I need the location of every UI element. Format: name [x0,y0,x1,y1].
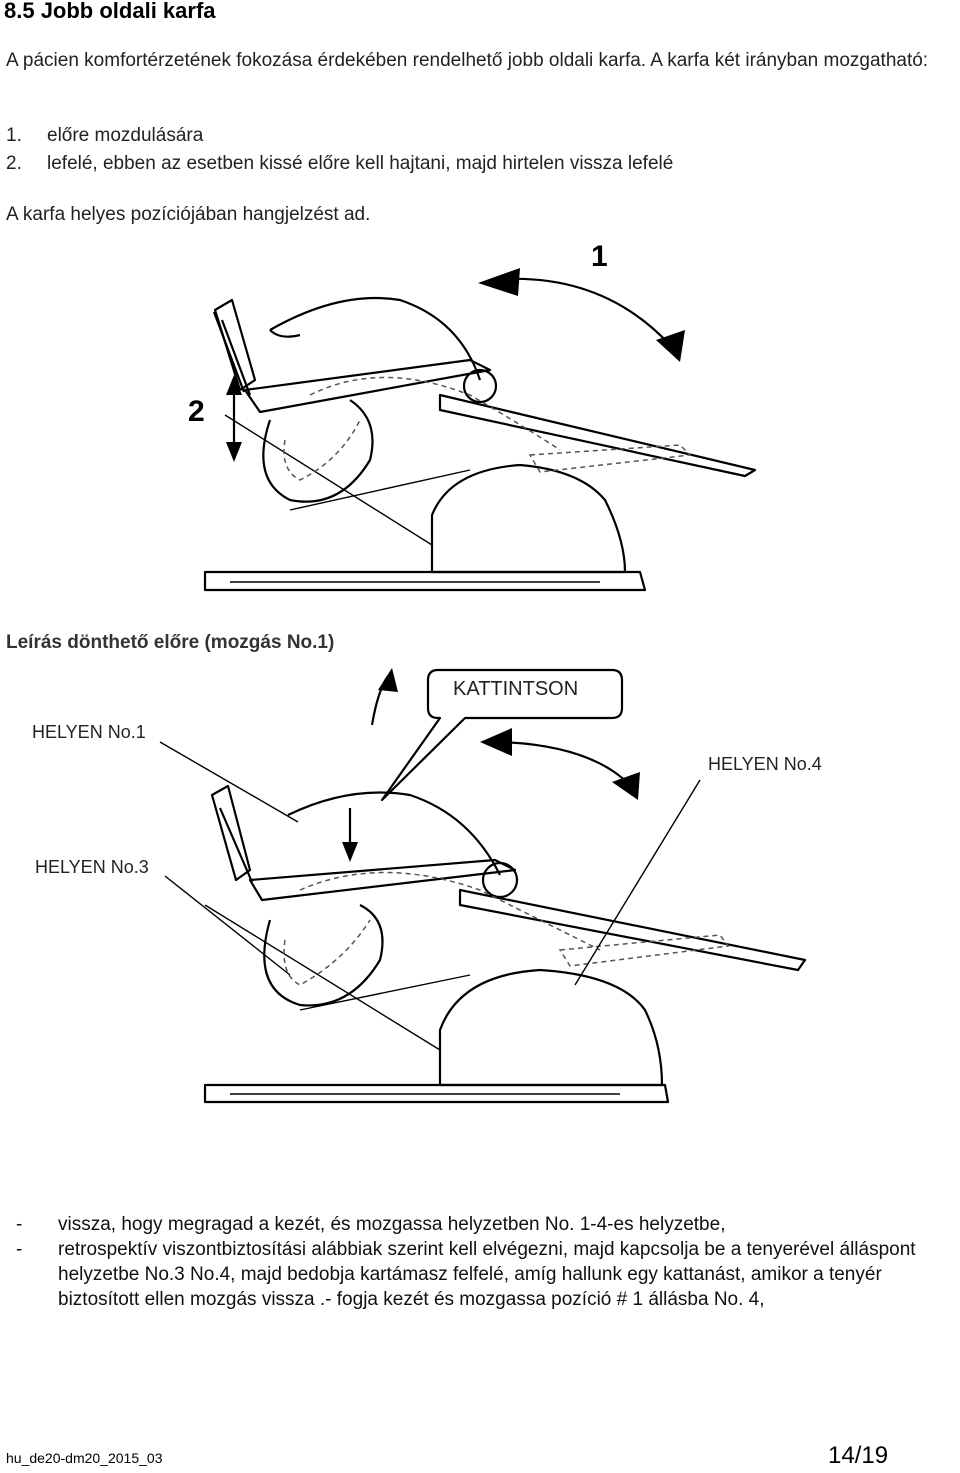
ghost-seat [283,419,361,481]
position-label-1: HELYEN No.1 [32,722,146,742]
arrow-down-head [342,842,358,862]
ghost-seat [283,919,371,986]
chair-seat [262,399,374,503]
bubble-text: KATTINTSON [453,678,579,700]
footer-doc-id: hu_de20-dm20_2015_03 [6,1450,163,1466]
chair-pedestal [430,463,627,574]
armrest-bar [243,358,492,414]
bullet-text: vissza, hogy megragad a kezét, és mozgas… [58,1214,726,1235]
chair-legrest [458,888,807,972]
chair-legrest [438,393,757,478]
speech-bubble [380,668,624,802]
intro-paragraph: A pácien komfortérzetének fokozása érdek… [6,50,929,71]
chair-seat [263,904,384,1007]
support-line [204,904,441,1051]
position-label-4: HELYEN No.4 [708,754,822,774]
list-text: előre mozdulására [47,125,204,146]
ghost-armrest [299,871,601,951]
bullet-dash: - [16,1214,23,1235]
list-item: 1. előre mozdulására [6,123,203,148]
bullet-dash: - [16,1239,23,1260]
chair-headrest [213,298,257,392]
list-text: lefelé, ebben az esetben kissé előre kel… [47,153,674,174]
list-item: 2. lefelé, ebben az esetben kissé előre … [6,151,673,176]
chair-headrest [210,784,252,882]
arrow-1-label: 1 [591,240,608,273]
ghost-legrest [558,934,730,967]
leader-line-pos4 [574,779,701,986]
list-number: 2. [6,153,22,174]
support-line [224,414,433,546]
position-label-3: HELYEN No.3 [35,857,149,877]
armrest-pivot [481,861,519,899]
section-heading: 8.5 Jobb oldali karfa [4,0,216,23]
arrow-forward-head-left [480,728,512,756]
armrest-pivot [462,368,498,404]
armrest-tip [269,329,301,338]
arrow-forward-arc [499,740,631,786]
chair-base [203,570,647,592]
bullet-text: retrospektív viszontbiztosítási alábbiak… [58,1239,916,1310]
list-number: 1. [6,125,22,146]
signal-paragraph: A karfa helyes pozíciójában hangjelzést … [6,204,371,225]
subheading: Leírás dönthető előre (mozgás No.1) [6,632,335,653]
arrow-up-head [378,668,398,692]
armrest-arm [269,296,482,381]
armrest-arm [287,791,501,876]
arrow-2-label: 2 [188,395,205,428]
arrow-1-head-right [656,330,685,362]
arrow-forward-head-right [612,772,640,800]
leader-line-pos3 [164,875,291,976]
chair-pedestal [438,968,664,1087]
support-line [289,469,471,511]
backrest-line [212,311,246,393]
ghost-legrest [528,444,692,473]
support-line [299,974,471,1011]
backrest-line [218,807,254,883]
leader-line-pos1 [159,741,299,823]
backrest-line [220,319,252,396]
arrow-2-head-up [226,375,242,395]
arrow-2-head-down [226,442,242,462]
arrow-1-head-left [478,268,520,296]
footer-page-number: 14/19 [828,1442,889,1469]
